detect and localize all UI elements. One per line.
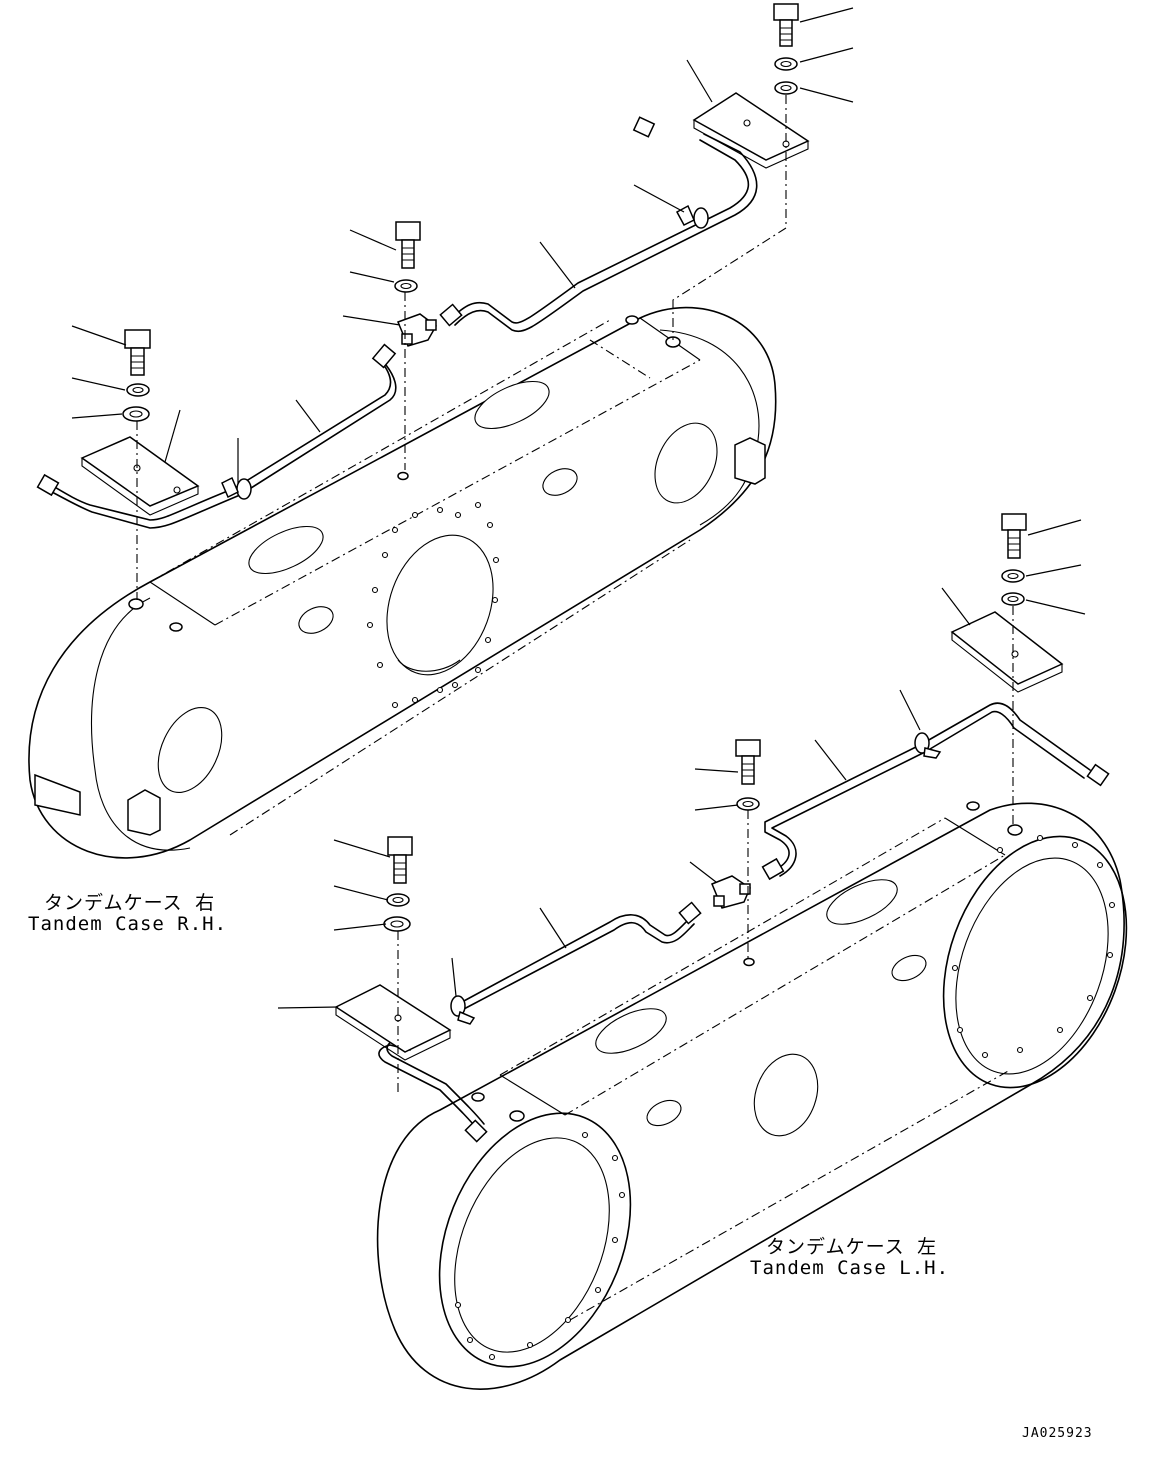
clamp-rh-right [675,204,709,229]
bolt-lh-center [735,739,761,811]
clamp-rh-left [221,476,252,500]
bolt-lh-right [1001,513,1027,606]
tee-connector-rh [397,313,437,347]
tube-assembly-lh [378,702,1110,1143]
clamp-lh-left [450,995,476,1025]
leaders-rh [71,7,854,484]
lh-caption-english: Tandem Case L.H. [750,1257,950,1279]
bolt-rh-center [394,221,421,293]
bolt-hole-pattern-lh [454,834,1116,1361]
tandem-case-rh [28,306,777,859]
bolt-lh-left [383,836,413,932]
leaders-lh [277,519,1086,1009]
rh-caption-english: Tandem Case R.H. [28,913,228,935]
bolt-rh-right [773,3,799,95]
tandem-case-lh [376,801,1128,1390]
rh-caption-japanese: タンデムケース 右 [44,892,216,914]
drawing-code: JA025923 [1022,1426,1093,1441]
tube-assembly-rh [36,116,758,529]
bolt-rh-left [122,329,151,422]
clamp-lh-right [914,732,942,759]
bracket-lh-left [334,984,452,1053]
bolt-hole-pattern-rh [366,501,500,709]
bracket-rh-right [692,92,810,161]
bracket-rh-left [80,436,200,507]
tee-connector-lh [711,875,751,909]
lh-caption-japanese: タンデムケース 左 [766,1236,938,1258]
